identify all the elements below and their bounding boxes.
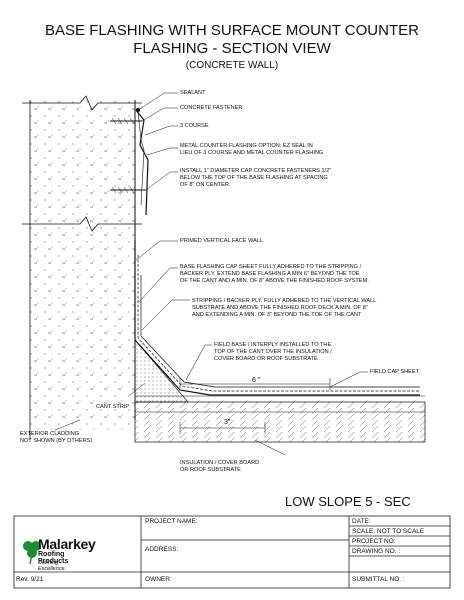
label-stripping-3: AND EXTENDING A MIN. OF 3" BEYOND THE TO… — [192, 312, 362, 318]
label-stripping-2: SUBSTRATE AND ABOVE THE FINISHED ROOF DE… — [192, 305, 368, 311]
dimension-3in — [179, 422, 266, 434]
label-field-base-1: FIELD BASE / INTERPLY INSTALLED TO THE — [214, 342, 332, 348]
label-fasteners-3: OF 8" ON CENTER. — [180, 182, 231, 188]
logo-sub: Roofing Products — [38, 551, 69, 565]
logo-name: Malarkey — [38, 536, 96, 552]
label-sealant: SEALANT — [180, 90, 206, 96]
drawing-title-line-2: FLASHING - SECTION VIEW — [133, 40, 331, 57]
cant-strip — [134, 339, 189, 403]
logo-tagline: Defining Excellence. — [38, 560, 67, 572]
revision-label: Rev. 9/21 — [16, 576, 44, 583]
drawing-title-line-1: BASE FLASHING WITH SURFACE MOUNT COUNTER — [45, 22, 419, 39]
label-exterior-2: NOT SHOWN (BY OTHERS) — [20, 438, 93, 444]
label-exterior-1: EXTERIOR CLADDING — [20, 431, 80, 437]
dimension-6in-label: 6 " — [252, 377, 261, 384]
insulation-layer — [134, 395, 426, 443]
leader-lines — [54, 92, 368, 456]
label-field-cap: FIELD CAP SHEET — [370, 369, 420, 375]
label-cant-strip: CANT STRIP — [96, 404, 130, 410]
label-primed-wall: PRIMED VERTICAL FACE WALL — [180, 238, 264, 244]
date-field: DATE: — [352, 518, 371, 525]
label-stripping-1: STRIPPING / BACKER PLY, FULLY ADHERED TO… — [192, 298, 377, 304]
label-concrete-fastener: CONCRETE FASTENER — [180, 105, 243, 111]
title-block-lines — [13, 515, 451, 589]
submittal-no-field: SUBMITTAL NO. : — [352, 576, 405, 583]
label-field-base-3: COVER BOARD OR ROOF SUBSTRATE — [214, 356, 318, 362]
dimension-3in-label: 3" — [224, 419, 231, 426]
label-insulation-1: INSULATION / COVER BOARD — [180, 460, 260, 466]
sheet-id: LOW SLOPE 5 - SEC — [285, 494, 411, 509]
dimension-6in — [179, 378, 331, 390]
counter-flashing — [135, 107, 149, 216]
drawing-subtitle: (CONCRETE WALL) — [185, 60, 279, 71]
label-fasteners-2: BELOW THE TOP OF THE BASE FLASHING AT SP… — [180, 175, 328, 181]
address-field: ADDRESS: — [145, 546, 179, 553]
label-insulation-2: OR ROOF SUBSTRATE — [180, 467, 241, 473]
label-metal-option-2: LIEU OF 3 COURSE AND METAL COUNTER FLASH… — [180, 150, 324, 156]
concrete-fastener-lower — [110, 186, 146, 194]
label-three-course: 3 COURSE — [180, 123, 209, 129]
label-cap-sheet-2: BACKER PLY. EXTEND BASE FLASHING A MIN 6… — [180, 271, 360, 277]
label-metal-option-1: METAL COUNTER FLASHING OPTION: EZ SEAL I… — [180, 143, 313, 149]
label-fasteners-1: INSTALL 1" DIAMETER CAP CONCRETE FASTENE… — [180, 168, 332, 174]
project-no-field: PROJECT NO: — [352, 538, 396, 545]
label-field-base-2: TOP OF THE CANT OVER THE INSULATION / — [214, 349, 332, 355]
label-cap-sheet-1: BASE FLASHING CAP SHEET FULLY ADHERED TO… — [180, 264, 362, 270]
owner-field: OWNER: — [145, 576, 172, 583]
concrete-fastener-upper — [110, 117, 142, 125]
concrete-wall — [22, 95, 142, 440]
drawing-no-field: DRAWING NO. : — [352, 548, 401, 555]
label-cap-sheet-3: OF THE CANT AND A MIN. OF 8" ABOVE THE F… — [180, 278, 369, 284]
scale-field: SCALE: NOT TO SCALE — [352, 528, 425, 535]
shamrock-logo-icon — [23, 541, 41, 565]
project-name-field: PROJECT NAME: — [145, 518, 198, 525]
